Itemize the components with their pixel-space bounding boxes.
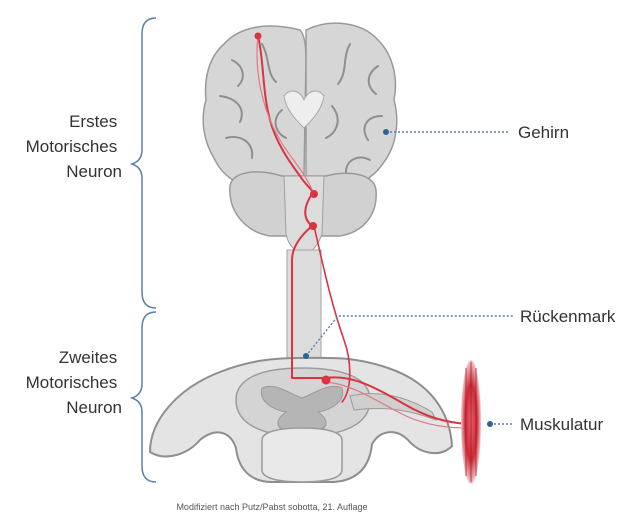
brain-label: Gehirn (518, 123, 569, 142)
first-neuron-line-2: Motorisches (26, 137, 118, 156)
second-neuron-label: Zweites Motorisches Neuron (26, 348, 122, 417)
spinal-cord-label: Rückenmark (520, 307, 616, 326)
spinal-cord-marker (303, 353, 309, 359)
brain-marker (383, 129, 389, 135)
first-neuron-bracket (132, 18, 156, 308)
second-neuron-line-3: Neuron (66, 398, 122, 417)
second-neuron-line-2: Motorisches (26, 373, 118, 392)
brainstem-neuron-soma-2 (309, 222, 317, 230)
brain (203, 23, 397, 256)
muscle-marker (487, 421, 493, 427)
first-neuron-label: Erstes Motorisches Neuron (26, 112, 122, 181)
muscle-label: Muskulatur (520, 415, 603, 434)
first-neuron-line-1: Erstes (69, 112, 117, 131)
muscle (461, 360, 481, 484)
brainstem-neuron-soma-1 (310, 190, 318, 198)
source-caption: Modifiziert nach Putz/Pabst sobotta, 21.… (176, 502, 367, 512)
cortical-neuron-soma (255, 33, 262, 40)
spinal-cord-leader (306, 316, 514, 356)
vertebral-body (262, 428, 342, 482)
spinal-cross-section (150, 358, 452, 482)
second-neuron-line-1: Zweites (59, 348, 118, 367)
second-neuron-bracket (132, 312, 156, 482)
spinal-motor-neuron-soma (322, 376, 331, 385)
first-neuron-line-3: Neuron (66, 162, 122, 181)
